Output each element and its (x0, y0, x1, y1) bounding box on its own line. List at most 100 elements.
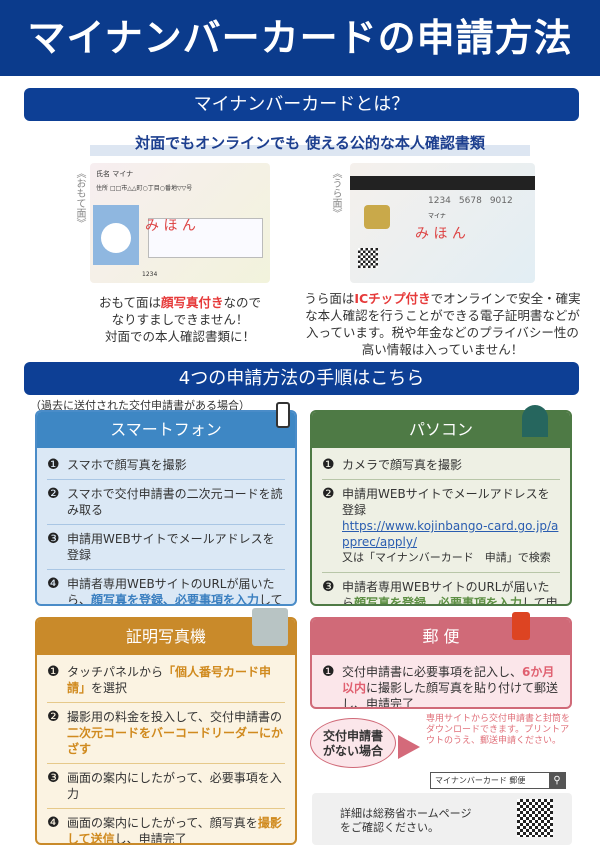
details-box: 詳細は総務省ホームページをご確認ください。 (312, 793, 572, 845)
step-text-part: 申請者専用WEBサイトのURLが届いたら (342, 580, 550, 606)
step-text-part: 撮影用の料金を投入して、交付申請書の (67, 710, 283, 724)
step-text-part: 画面の案内にしたがって、顔写真を (67, 816, 258, 830)
about-heading: マイナンバーカードとは？ (24, 88, 579, 121)
step-number: ❸ (322, 579, 335, 595)
front-caption: おもて面は顔写真付きなので なりすましできません！ 対面での本人確認書類に！ (85, 294, 275, 345)
step-text-part: を選択 (91, 681, 128, 695)
step-text-part: カメラで顔写真を撮影 (342, 458, 463, 472)
search-hint: 又は「マイナンバーカード 申請」で検索 (342, 551, 551, 564)
search-icon[interactable]: ⚲ (549, 773, 565, 788)
step-text: 撮影用の料金を投入して、交付申請書の二次元コードをバーコードリーダーにかざす (67, 709, 285, 757)
step-number: ❶ (322, 664, 335, 680)
sample-watermark: み ほ ん (145, 218, 196, 234)
caption-highlight: 顔写真付き (160, 295, 224, 310)
step-item: ❷ 撮影用の料金を投入して、交付申請書の二次元コードをバーコードリーダーにかざす (47, 703, 285, 764)
step-text: カメラで顔写真を撮影 (342, 457, 462, 473)
step-text: 申請者専用WEBサイトのURLが届いたら、顔写真を登録、必要事項を入力して申請完… (67, 576, 285, 606)
caption-text: うら面は (304, 291, 355, 306)
step-item: ❹ 申請者専用WEBサイトのURLが届いたら、顔写真を登録、必要事項を入力して申請… (47, 570, 285, 606)
step-number: ❹ (47, 576, 60, 592)
qr-code-icon[interactable] (517, 799, 553, 837)
smartphone-title: スマートフォン (37, 412, 295, 448)
step-text-part: 画面の案内にしたがって、必要事項を入力 (67, 771, 282, 801)
page-title: マイナンバーカードの申請方法 (0, 0, 600, 76)
step-highlight: 撮影して送信 (67, 816, 282, 845)
no-form-text: 専用サイトから交付申請書と封筒をダウンロードできます。プリントアウトのうえ、郵送… (426, 714, 571, 746)
caption-highlight: ICチップ付き (354, 291, 431, 306)
step-text-part: に撮影した顔写真を貼り付けて郵送し、申請完了 (342, 681, 559, 709)
step-text: 申請用WEBサイトでメールアドレスを登録 (67, 531, 285, 563)
address-value: □□市△△町○丁目○番地▽▽号 (109, 185, 193, 192)
person-laptop-icon (522, 405, 548, 437)
back-caption: うら面はICチップ付きでオンラインで安全・確実な本人確認を行うことができる電子証… (300, 290, 585, 358)
photo-booth-icon (252, 608, 288, 646)
details-text: 詳細は総務省ホームページをご確認ください。 (340, 807, 472, 834)
card-digits: 5678 (458, 196, 482, 206)
caption-text: なので (223, 295, 262, 310)
card-front-image: 氏名 マイナ 住所 □□市△△町○丁目○番地▽▽号 み ほ ん 1234 (90, 163, 270, 283)
card-digits: 9012 (489, 196, 513, 206)
step-text-part: 申請用WEBサイトでメールアドレスを登録 (342, 487, 550, 517)
step-text: 画面の案内にしたがって、必要事項を入力 (67, 770, 285, 802)
step-number: ❶ (47, 457, 60, 473)
step-item: ❶ カメラで顔写真を撮影 (322, 451, 560, 480)
step-number: ❷ (322, 486, 335, 502)
search-query: マイナンバーカード 郵便 (435, 776, 526, 785)
step-number: ❷ (47, 486, 60, 502)
step-number: ❶ (322, 457, 335, 473)
step-text-part: タッチパネルから (67, 665, 164, 679)
step-text-part: し、申請完了 (114, 832, 187, 845)
arrow-right-icon (398, 735, 420, 759)
step-highlight: 6か月以内 (342, 665, 555, 695)
postbox-icon (512, 612, 530, 640)
name-value: マイナ (428, 213, 446, 220)
no-form-badge: 交付申請書がない場合 (310, 718, 396, 768)
step-item: ❸ 画面の案内にしたがって、必要事項を入力 (47, 764, 285, 809)
name-label: 氏名 (96, 170, 110, 178)
card-number: 1234 (142, 271, 158, 278)
address-label: 住所 (96, 185, 109, 192)
step-highlight: 「個人番号カード申請」 (67, 665, 272, 695)
step-item: ❷ スマホで交付申請書の二次元コードを読み取る (47, 480, 285, 525)
back-side-label: 《うら面》 (330, 168, 341, 218)
step-text-part: スマホで顔写真を撮影 (67, 458, 187, 472)
step-text: 画面の案内にしたがって、顔写真を撮影して送信し、申請完了 (67, 815, 285, 845)
step-text-part: 申請用WEBサイトでメールアドレスを登録 (67, 532, 275, 562)
apply-url-link[interactable]: https://www.kojinbango-card.go.jp/apprec… (342, 519, 559, 549)
methods-heading: 4つの申請方法の手順はこちら (24, 362, 579, 395)
caption-text: おもて面は (98, 295, 161, 310)
step-text-part: して申請完了 (522, 596, 558, 606)
name-value: マイナ (112, 170, 134, 178)
about-subtitle: 対面でもオンラインでも 使える公的な本人確認書類 (90, 132, 530, 156)
rabbit-photo (93, 205, 139, 265)
step-text: 申請者専用WEBサイトのURLが届いたら顔写真を登録、必要事項を入力して申請完了 (342, 579, 560, 606)
caption-text: でオンラインで安全・確実な本人確認を行うことができる電子証明書などが入っています… (305, 291, 581, 357)
step-number: ❶ (47, 664, 60, 680)
step-text: スマホで顔写真を撮影 (67, 457, 187, 473)
step-item: ❶ スマホで顔写真を撮影 (47, 451, 285, 480)
step-number: ❷ (47, 709, 60, 725)
step-number: ❸ (47, 770, 60, 786)
step-text-part: して申請完了 (259, 593, 283, 606)
step-highlight: 顔写真を登録、必要事項を入力 (354, 596, 523, 606)
front-side-label: 《おもて面》 (74, 168, 85, 228)
step-text: タッチパネルから「個人番号カード申請」を選択 (67, 664, 285, 696)
smartphone-icon (276, 402, 290, 428)
ic-chip-icon (364, 205, 390, 229)
caption-text: なりすましできません！ (111, 312, 249, 327)
step-item: ❶ タッチパネルから「個人番号カード申請」を選択 (47, 658, 285, 703)
sample-watermark: み ほ ん (415, 226, 466, 242)
step-text-part: 申請者専用WEBサイトのURLが届いたら、 (67, 577, 275, 606)
search-box[interactable]: マイナンバーカード 郵便 ⚲ (430, 772, 566, 789)
step-highlight: 二次元コードをバーコードリーダーにかざす (67, 726, 284, 756)
step-text-part: スマホで交付申請書の二次元コードを読み取る (67, 487, 283, 517)
